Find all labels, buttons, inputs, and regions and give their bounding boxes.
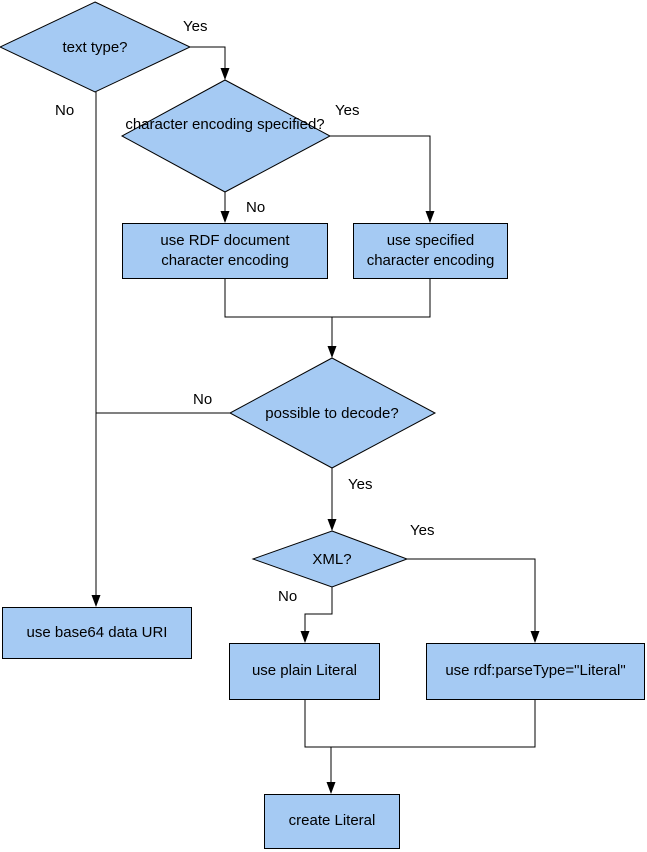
process-use-specified-encoding: use specified character encoding bbox=[353, 223, 508, 279]
edge-xml-no bbox=[300, 587, 333, 643]
edge-label-decode-no: No bbox=[193, 391, 213, 408]
process-use-rdf-parsetype-literal: use rdf:parseType="Literal" bbox=[426, 643, 645, 700]
decision-possible-decode-shape bbox=[228, 357, 437, 469]
process-use-base64-data-uri-label: use base64 data URI bbox=[26, 623, 168, 641]
process-use-plain-literal: use plain Literal bbox=[229, 643, 380, 700]
edge-label-char-encoding-no: No bbox=[246, 199, 266, 216]
edge-label-xml-no: No bbox=[278, 588, 298, 605]
process-use-base64-data-uri: use base64 data URI bbox=[2, 607, 192, 659]
decision-xml-shape bbox=[251, 530, 409, 588]
decision-char-encoding-shape bbox=[120, 79, 332, 193]
process-use-plain-literal-label: use plain Literal bbox=[251, 662, 358, 680]
decision-char-encoding-label: character encoding specified? bbox=[125, 116, 325, 133]
decision-text-type-shape bbox=[0, 1, 192, 93]
process-use-rdf-document-encoding: use RDF document character encoding bbox=[122, 223, 328, 279]
edge-xml-yes bbox=[407, 558, 540, 643]
edge-label-char-encoding-yes: Yes bbox=[335, 102, 360, 119]
process-use-specified-encoding-label: use specified character encoding bbox=[366, 231, 495, 269]
process-create-literal: create Literal bbox=[264, 794, 400, 849]
process-use-rdf-document-encoding-label: use RDF document character encoding bbox=[160, 231, 290, 269]
edge-label-decode-yes: Yes bbox=[348, 476, 373, 493]
edge-literal-merge bbox=[304, 700, 536, 748]
edge-text-type-yes bbox=[190, 46, 230, 80]
edge-char-encoding-yes bbox=[330, 135, 435, 223]
edge-label-text-type-yes: Yes bbox=[183, 18, 208, 35]
decision-possible-decode-label: possible to decode? bbox=[265, 405, 399, 422]
decision-xml-label: XML? bbox=[312, 551, 352, 568]
edge-encoding-merge bbox=[224, 279, 431, 318]
decision-text-type-label: text type? bbox=[62, 39, 128, 56]
process-use-rdf-parsetype-literal-label: use rdf:parseType="Literal" bbox=[445, 662, 626, 680]
process-create-literal-label: create Literal bbox=[288, 812, 376, 830]
edge-label-text-type-no: No bbox=[55, 102, 75, 119]
edge-label-xml-yes: Yes bbox=[410, 522, 435, 539]
